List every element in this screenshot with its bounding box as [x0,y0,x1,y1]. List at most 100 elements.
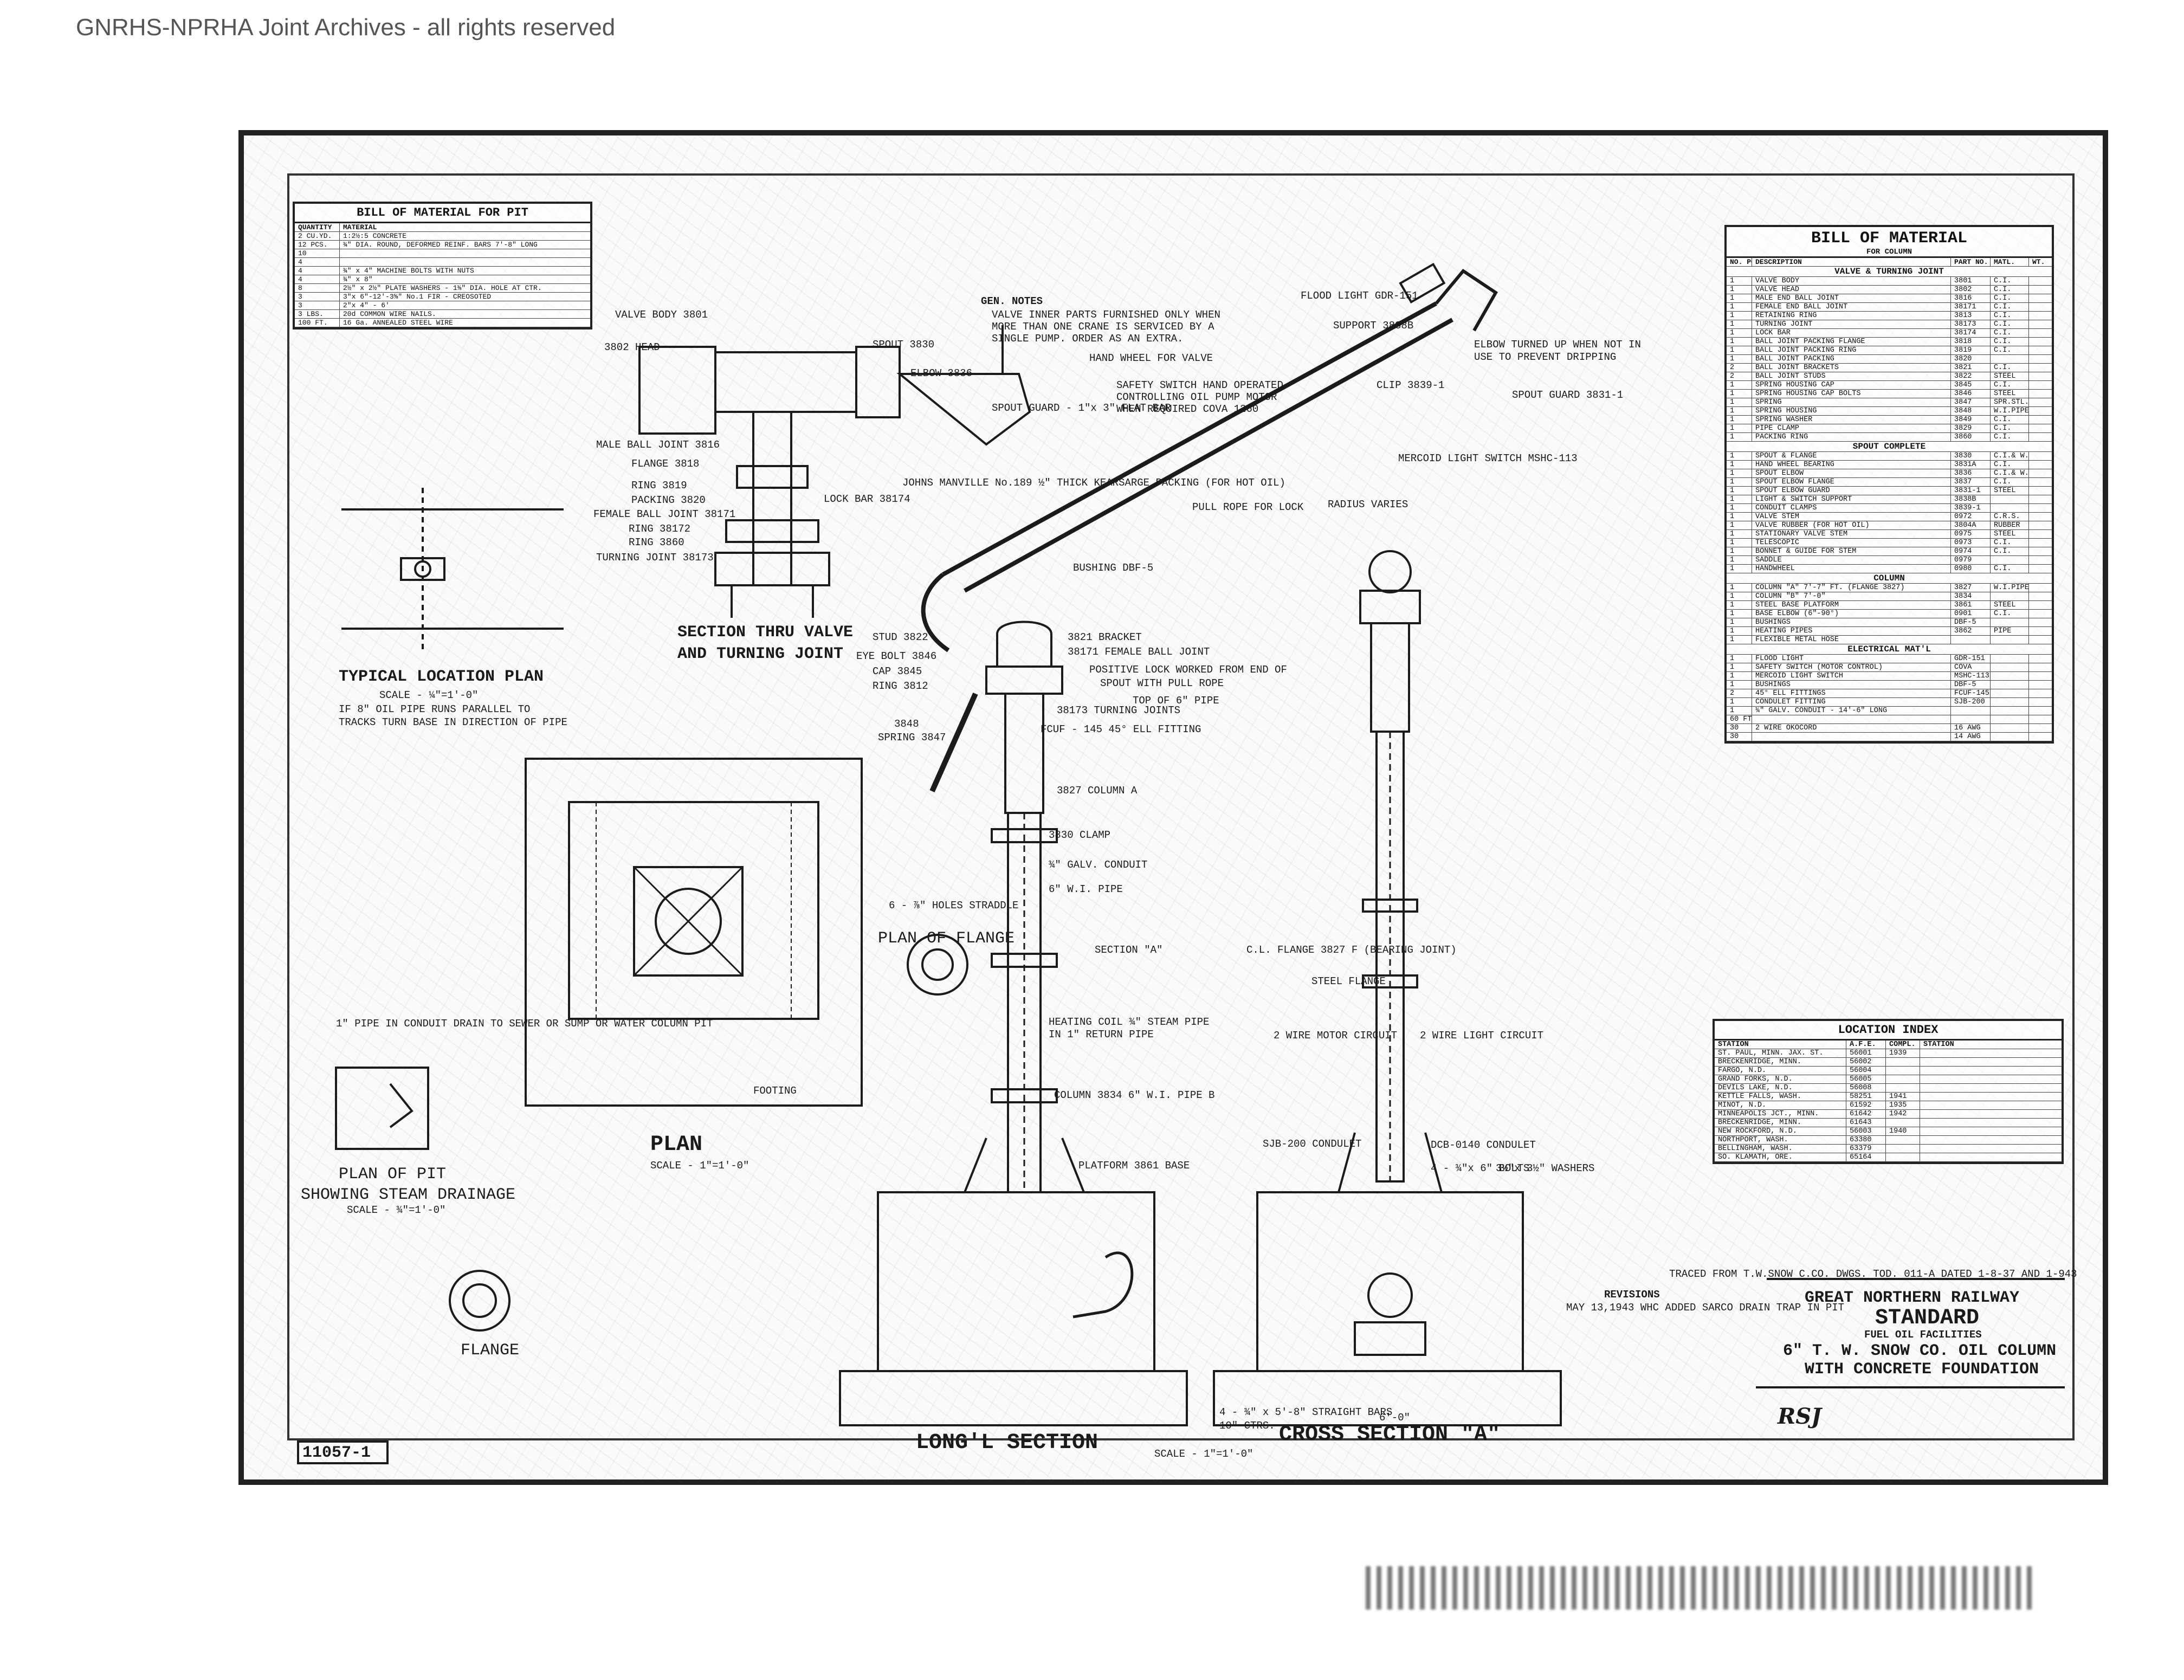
bill-column-desc: SPRING WASHER [1752,416,1951,424]
bill-column-matl [1991,663,2029,671]
label-valve-head: 3802 HEAD [604,341,660,353]
label-motor-circuit: 2 WIRE MOTOR CIRCUIT [1274,1030,1398,1042]
location-compl: 1941 [1886,1093,1920,1101]
bill-column-desc: SPOUT ELBOW GUARD [1752,487,1951,495]
bill-column-no: 1 [1727,303,1752,311]
bill-column-part: 3801 [1951,277,1991,285]
typical-location-note-2: TRACKS TURN BASE IN DIRECTION OF PIPE [339,716,567,728]
bill-pit-material: ¾" DIA. ROUND, DEFORMED REINF. BARS 7'-8… [343,241,538,249]
label-clamp: 3830 CLAMP [1049,829,1111,841]
bill-column-part: 38174 [1951,329,1991,337]
location-empty [1920,1101,2062,1109]
location-afe: 56004 [1846,1067,1886,1075]
bill-column-wt [2029,547,2052,555]
bill-column-section-heading: SPOUT COMPLETE [1727,442,2052,452]
bill-column-matl [1991,355,2029,363]
label-spout-guard: SPOUT GUARD 3831-1 [1512,389,1624,401]
label-male-ball-joint: MALE BALL JOINT 3816 [596,439,720,451]
bill-column-no: 1 [1727,346,1752,354]
location-index-header-afe: A.F.E. [1846,1041,1886,1049]
bill-column-wt [2029,584,2052,592]
title-block-facility: FUEL OIL FACILITIES [1864,1329,1982,1341]
bill-column-part: 3813 [1951,312,1991,320]
bill-pit-qty: 8 [295,284,340,292]
bill-column-part: 0980 [1951,565,1991,573]
bill-column-no: 1 [1727,521,1752,529]
title-plan-of-pit-2: SHOWING STEAM DRAINAGE [301,1186,516,1204]
bill-column-matl: C.I. [1991,329,2029,337]
bill-pit-material: 1:2½:5 CONCRETE [343,232,407,240]
bill-column-desc: SPRING HOUSING CAP [1752,381,1951,389]
label-positive-lock-2: SPOUT WITH PULL ROPE [1100,677,1224,689]
bill-column-desc: BALL JOINT STUDS [1752,372,1951,380]
bill-column-desc: SPRING [1752,398,1951,406]
bill-column-matl [1991,495,2029,503]
bill-pit-header-qty: QUANTITY [295,223,340,231]
bill-pit-qty: 3 [295,293,340,301]
bill-column-wt [2029,636,2052,644]
bill-column-part: 3836 [1951,469,1991,477]
bill-column-part: 3860 [1951,433,1991,441]
typical-location-plan-drawing [341,488,564,650]
bill-column-part: MSHC-113 [1951,672,1991,680]
label-hand-wheel: HAND WHEEL FOR VALVE [1089,352,1213,364]
bill-column-desc: PIPE CLAMP [1752,424,1951,432]
bill-column-no: 1 [1727,461,1752,469]
label-radius: RADIUS VARIES [1328,499,1408,511]
bill-column-header: NO. PCS. DESCRIPTION PART NO. MATL. WT. [1727,258,2052,267]
location-compl [1886,1084,1920,1092]
location-station: NORTHPORT, WASH. [1715,1136,1846,1144]
label-fcuf: FCUF - 145 45° ELL FITTING [1041,723,1201,735]
title-section-a: SECTION "A" [1095,944,1163,956]
bill-pit-qty: 100 FT. [295,319,340,327]
bill-column-no: 1 [1727,547,1752,555]
label-spring: SPRING 3847 [878,732,946,744]
location-afe: 65164 [1846,1153,1886,1161]
bill-column-no: 1 [1727,655,1752,663]
bill-column-no: 1 [1727,433,1752,441]
label-light-circuit: 2 WIRE LIGHT CIRCUIT [1420,1030,1544,1042]
label-column-a: 3827 COLUMN A [1057,785,1138,797]
bill-column-no: 1 [1727,277,1752,285]
bill-column-header-matl: MATL. [1991,258,2029,266]
flange-drawing [449,934,968,1332]
bill-column-desc [1752,733,1951,741]
location-index-header-station-2: STATION [1923,1041,1954,1049]
bill-column-part: 3862 [1951,627,1991,635]
bill-column-matl: C.I. [1991,461,2029,469]
location-empty [1920,1067,2062,1075]
label-female-ball-joint-2: 38171 FEMALE BALL JOINT [1068,646,1210,658]
bill-column-part: FCUF-145 [1951,689,1991,697]
bill-column-matl: C.I. [1991,346,2029,354]
bill-column-matl [1991,636,2029,644]
table-row: 4 [295,258,590,267]
location-afe: 61643 [1846,1119,1886,1127]
bill-column-no: 1 [1727,618,1752,626]
location-afe: 56003 [1846,1127,1886,1135]
bill-column-wt [2029,495,2052,503]
bill-column-part [1951,707,1991,715]
location-empty [1920,1093,2062,1101]
bill-column-part: 3816 [1951,294,1991,302]
table-row: NORTHPORT, WASH.63380 [1715,1136,2062,1145]
bill-column-desc: LIGHT & SWITCH SUPPORT [1752,495,1951,503]
location-afe: 61642 [1846,1110,1886,1118]
bill-column-matl: C.I. [1991,277,2029,285]
bill-column-desc: 2 WIRE OKOCORD [1752,724,1951,732]
location-index-title: LOCATION INDEX [1715,1021,2062,1041]
bill-column-wt [2029,424,2052,432]
bill-column-no: 1 [1727,381,1752,389]
bill-column-part: 3802 [1951,286,1991,294]
